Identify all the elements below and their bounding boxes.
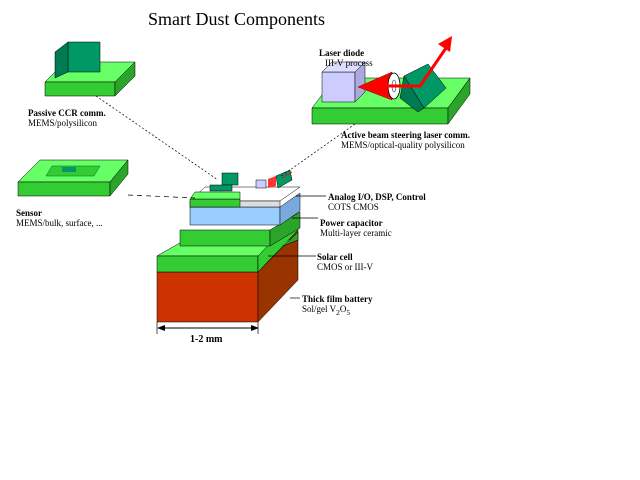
sensor-name: Sensor (16, 208, 43, 218)
battery-layer (156, 229, 299, 323)
passive-ccr-label: Passive CCR comm. MEMS/polysilicon (28, 108, 106, 128)
active-beam-tech: MEMS/optical-quality polysilicon (341, 140, 465, 150)
power-capacitor-name: Power capacitor (320, 218, 383, 228)
battery-label: Thick film battery Sol/gel V2O5 (302, 294, 373, 318)
active-beam-name: Active beam steering laser comm. (341, 130, 471, 140)
dimension-label: 1-2 mm (190, 334, 223, 345)
processor-layer (189, 169, 301, 208)
battery-tech-prefix: Sol/gel V (302, 304, 337, 314)
passive-ccr-module (44, 41, 136, 97)
diagram-title: Smart Dust Components (148, 9, 326, 29)
dimension-arrow (156, 322, 259, 334)
laser-diode-name: Laser diode (319, 48, 365, 58)
active-beam-label: Active beam steering laser comm. MEMS/op… (341, 130, 470, 150)
solar-cell-label: Solar cell CMOS or III-V (317, 252, 373, 272)
passive-ccr-name: Passive CCR comm. (28, 108, 106, 118)
battery-name: Thick film battery (302, 294, 373, 304)
analog-io-tech: COTS CMOS (328, 202, 379, 212)
sensor-module (17, 159, 129, 197)
laser-diode-label: Laser diode III-V process (319, 48, 373, 68)
sensor-tech: MEMS/bulk, surface, ... (16, 218, 103, 228)
laser-comm-module (311, 36, 471, 125)
solar-cell-tech: CMOS or III-V (317, 262, 373, 272)
analog-io-label: Analog I/O, DSP, Control COTS CMOS (328, 192, 426, 212)
analog-io-name: Analog I/O, DSP, Control (328, 192, 426, 202)
laser-diode-tech: III-V process (325, 58, 373, 68)
connector-lines (95, 95, 356, 299)
solar-cell-name: Solar cell (317, 252, 353, 262)
battery-tech-sub2: 5 (346, 307, 351, 317)
battery-tech-mid: O (339, 304, 347, 314)
power-capacitor-label: Power capacitor Multi-layer ceramic (320, 218, 392, 238)
power-capacitor-tech: Multi-layer ceramic (320, 228, 392, 238)
passive-ccr-tech: MEMS/polysilicon (28, 118, 98, 128)
battery-tech: Sol/gel V2O5 (302, 304, 373, 318)
sensor-label: Sensor MEMS/bulk, surface, ... (16, 208, 103, 228)
battery-tech-sub1: 2 (336, 307, 340, 317)
capacitor-layer (179, 192, 301, 247)
